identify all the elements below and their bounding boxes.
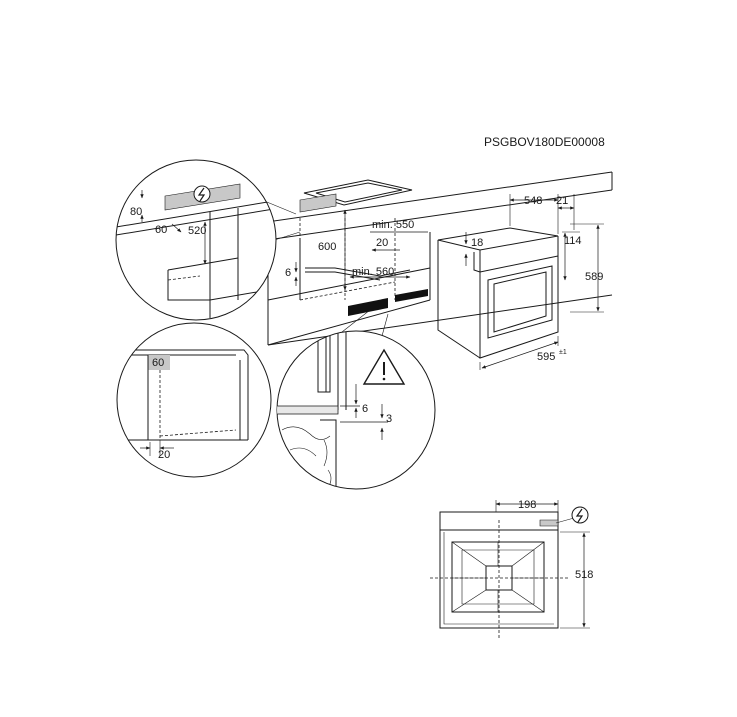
dim-589: 589 <box>585 271 603 283</box>
dim-600: 600 <box>318 241 336 253</box>
detail-circle-floor-gap: 6 3 <box>276 309 436 490</box>
cabinet-dimensions: 600 min. 550 20 min. 560 6 <box>285 209 428 291</box>
product-code: PSGBOV180DE00008 <box>484 135 605 149</box>
oven-dimensions: 548 21 18 114 589 595 ±1 <box>464 194 604 370</box>
oven-rear-view: 198 518 <box>430 499 593 640</box>
electric-connection-icon <box>555 506 589 524</box>
oven-window <box>487 265 553 339</box>
dim-198: 198 <box>518 499 536 511</box>
dim-548: 548 <box>524 195 542 207</box>
oven-drawing <box>437 227 559 359</box>
dim-80: 80 <box>130 206 142 218</box>
dim-520: 520 <box>188 225 206 237</box>
dim-518: 518 <box>575 569 593 581</box>
dim-20-b: 20 <box>158 449 170 461</box>
dim-3: 3 <box>386 413 392 425</box>
dim-min-550: min. 550 <box>372 219 414 231</box>
dim-min-560: min. 560 <box>352 266 394 278</box>
electric-connection-icon <box>193 185 211 203</box>
dim-6-b: 6 <box>362 403 368 415</box>
dim-21: 21 <box>556 195 568 207</box>
dim-20-a: 20 <box>376 237 388 249</box>
dim-18: 18 <box>471 237 483 249</box>
dim-595-tolerance: ±1 <box>559 349 567 356</box>
dim-60-b: 60 <box>152 357 164 369</box>
dim-114: 114 <box>564 235 582 247</box>
dim-595: 595 <box>537 351 555 363</box>
dim-60-a: 60 <box>155 224 167 236</box>
detail-circle-top-gap: 60 20 <box>116 322 272 478</box>
dim-6-a: 6 <box>285 267 291 279</box>
warning-triangle-icon <box>362 348 406 385</box>
detail-circle-connection: 80 60 520 <box>115 159 301 321</box>
